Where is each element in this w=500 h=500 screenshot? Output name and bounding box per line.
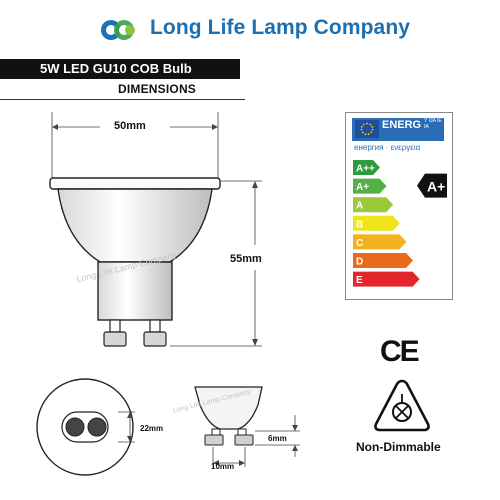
energy-class-label: B [356, 219, 363, 230]
energy-class-label: A+ [356, 182, 369, 193]
energy-rating-arrow: A+ [417, 173, 447, 198]
energy-class-label: D [356, 257, 363, 268]
energy-class-label: E [356, 275, 363, 286]
bulb-bottom-drawings [36, 378, 300, 476]
product-title: 5W LED GU10 COB Bulb [40, 61, 192, 76]
energy-class-label: A++ [356, 164, 375, 175]
pin-spacing-label: 22mm [140, 424, 164, 433]
energy-class-label: C [356, 238, 363, 249]
ce-mark: CE [380, 335, 420, 368]
energy-class-5: D [353, 253, 413, 268]
title-bar [0, 59, 240, 79]
energy-header-suffix: Y IJA IE IA [424, 118, 442, 130]
energy-class-4: C [353, 234, 407, 250]
energy-class-arrow [353, 197, 394, 213]
energy-rating-label: A+ [427, 179, 445, 195]
dimensions-heading: DIMENSIONS [118, 82, 197, 96]
height-dimension-label: 55mm [230, 253, 262, 265]
energy-class-0: A++ [353, 160, 380, 175]
energy-class-arrow [353, 253, 413, 268]
energy-class-arrow [353, 178, 387, 194]
non-dimmable-label: Non-Dimmable [356, 440, 441, 454]
energy-class-3: B [353, 215, 400, 231]
energy-header-text: ENERG [382, 119, 422, 131]
energy-class-arrow [353, 215, 400, 231]
company-logo-icon [101, 20, 135, 40]
width-dimension-label: 50mm [114, 120, 146, 132]
energy-class-arrow [353, 160, 380, 175]
pin-height-label: 6mm [268, 434, 287, 443]
company-name: Long Life Lamp Company [150, 16, 411, 39]
dimmer-crossed-icon [374, 379, 430, 432]
energy-class-label: A [356, 201, 363, 212]
energy-class-1: A+ [353, 178, 387, 194]
energy-class-arrow [353, 271, 420, 287]
eu-flag-icon [355, 120, 379, 138]
energy-class-arrow [353, 234, 407, 250]
energy-languages: енергия · ενεργεια [354, 143, 421, 152]
energy-class-6: E [353, 271, 420, 287]
energy-class-2: A [353, 197, 394, 213]
pin-width-label: 10mm [211, 462, 235, 471]
bulb-side-drawing [49, 112, 262, 347]
heading-divider [0, 99, 245, 100]
